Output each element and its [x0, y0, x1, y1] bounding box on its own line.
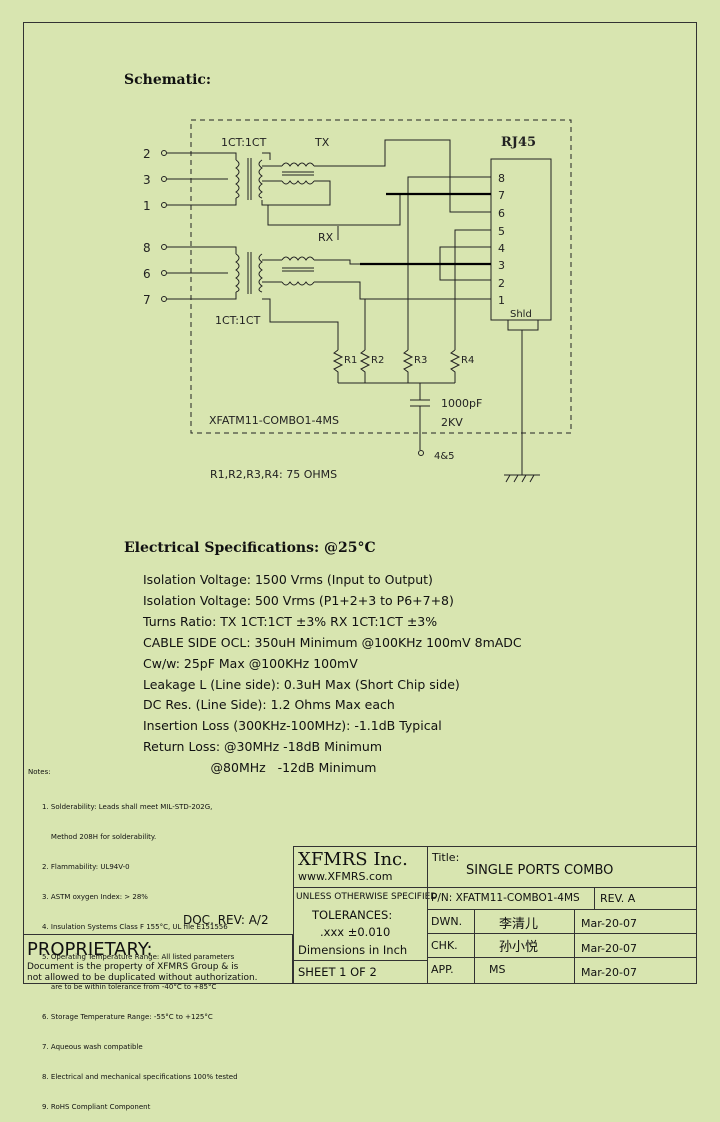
app-label: APP. [431, 963, 454, 976]
pin-label: 8 [143, 241, 151, 255]
dimensions-unit: Dimensions in Inch [298, 943, 408, 957]
tx-label: TX [314, 136, 330, 149]
note-item: are to be within tolerance from -40°C to… [42, 983, 217, 991]
note-item: 4. Insulation Systems Class F 155°C, UL … [42, 923, 228, 931]
chk-signature: 孙小悦 [499, 940, 539, 955]
spec-line: Isolation Voltage: 500 Vrms (P1+2+3 to P… [143, 593, 454, 608]
tolerance-value: .xxx ±0.010 [320, 925, 391, 939]
capacitor-voltage: 2KV [441, 416, 463, 429]
note-item: 5. Operating Temperature Range: All list… [42, 953, 235, 961]
resistor-label: R4 [461, 355, 474, 366]
pin-label: 3 [143, 173, 151, 187]
note-item: 6. Storage Temperature Range: -55°C to +… [42, 1013, 213, 1021]
spec-line: Return Loss: @30MHz -18dB Minimum [143, 739, 383, 754]
proprietary-box: PROPRIETARY: Document is the property of… [23, 934, 293, 984]
spec-line: Insertion Loss (300KHz-100MHz): -1.1dB T… [143, 718, 442, 733]
resistor-note: R1,R2,R3,R4: 75 OHMS [210, 468, 337, 481]
rj45-pin: 6 [498, 207, 505, 220]
proprietary-text-2: not allowed to be duplicated without aut… [27, 973, 258, 983]
dwn-date: Mar-20-07 [581, 917, 637, 930]
unless-specified: UNLESS OTHERWISE SPECIFIED [296, 892, 438, 902]
app-date: Mar-20-07 [581, 966, 637, 979]
pin-label: 6 [143, 267, 151, 281]
revision: REV. A [600, 892, 636, 905]
resistor-label: R1 [344, 355, 357, 366]
company-name: XFMRS Inc. [298, 849, 408, 870]
rj45-pin: 8 [498, 172, 505, 185]
spec-line: Cw/w: 25pF Max @100KHz 100mV [143, 656, 358, 671]
part-label: XFATM11-COMBO1-4MS [209, 414, 339, 427]
electrical-title: Electrical Specifications: @25°C [124, 540, 376, 556]
rj45-pin: 5 [498, 225, 505, 238]
note-item: 2. Flammability: UL94V-0 [42, 863, 130, 871]
company-website: www.XFMRS.com [298, 870, 393, 883]
rx-ratio-label: 1CT:1CT [215, 314, 261, 327]
shield-tab [507, 319, 539, 331]
doc-rev: DOC. REV: A/2 [183, 913, 269, 927]
note-item: 9. RoHS Compliant Component [42, 1103, 151, 1111]
spec-line: Isolation Voltage: 1500 Vrms (Input to O… [143, 572, 433, 587]
spec-line: DC Res. (Line Side): 1.2 Ohms Max each [143, 697, 395, 712]
resistor-label: R2 [371, 355, 384, 366]
note-item: 8. Electrical and mechanical specificati… [42, 1073, 238, 1081]
app-value: MS [489, 963, 506, 976]
module-boundary [190, 119, 572, 434]
note-item: 1. Solderability: Leads shall meet MIL-S… [42, 803, 213, 811]
note-item: 3. ASTM oxygen Index: > 28% [42, 893, 148, 901]
spec-line: CABLE SIDE OCL: 350uH Minimum @100KHz 10… [143, 635, 522, 650]
title-block: XFMRS Inc. www.XFMRS.com Title: SINGLE P… [293, 846, 697, 984]
resistor-label: R3 [414, 355, 427, 366]
proprietary-title: PROPRIETARY: [27, 939, 153, 960]
tolerances-label: TOLERANCES: [312, 908, 393, 922]
title-label: Title: [432, 851, 460, 864]
rj45-label: RJ45 [501, 135, 536, 150]
notes-title: Notes: [28, 768, 51, 776]
pin-label: 1 [143, 199, 151, 213]
dwn-signature: 李清儿 [499, 917, 539, 932]
rj45-pin: 7 [498, 189, 505, 202]
shield-label: Shld [510, 309, 532, 320]
spec-line: Turns Ratio: TX 1CT:1CT ±3% RX 1CT:1CT ±… [143, 614, 438, 629]
schematic-diagram: 2 3 1 8 6 7 1CT:1CT TX RX 1CT:1CT RJ45 8… [143, 119, 572, 483]
rj45-pin: 2 [498, 277, 505, 290]
spec-line: Leakage L (Line side): 0.3uH Max (Short … [143, 677, 460, 692]
pin-label: 2 [143, 147, 151, 161]
proprietary-text-1: Document is the property of XFMRS Group … [27, 962, 239, 972]
rj45-pin: 1 [498, 294, 505, 307]
note-item: Method 208H for solderability. [42, 833, 157, 841]
chk-label: CHK. [431, 939, 458, 952]
dwn-label: DWN. [431, 915, 463, 928]
spec-line: @80MHz -12dB Minimum [143, 760, 377, 775]
rx-label: RX [318, 231, 334, 244]
tx-ratio-label: 1CT:1CT [221, 136, 267, 149]
ground-pin-label: 4&5 [434, 451, 455, 462]
title-value: SINGLE PORTS COMBO [466, 863, 614, 878]
note-item: 7. Aqueous wash compatible [42, 1043, 143, 1051]
rj45-pin: 3 [498, 259, 505, 272]
pin-label: 7 [143, 293, 151, 307]
part-number: P/N: XFATM11-COMBO1-4MS [431, 892, 580, 904]
sheet-number: SHEET 1 OF 2 [298, 965, 377, 979]
chk-date: Mar-20-07 [581, 942, 637, 955]
capacitor-value: 1000pF [441, 397, 482, 410]
schematic-title: Schematic: [124, 72, 212, 88]
rj45-pin: 4 [498, 242, 505, 255]
